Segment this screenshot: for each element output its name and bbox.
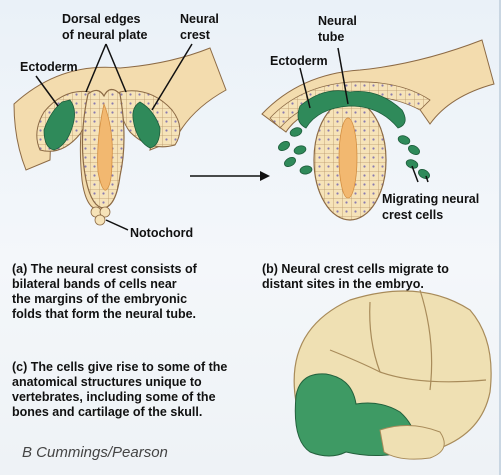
label-neural-tube-line2: tube <box>318 30 345 44</box>
leader-lines-a <box>35 43 193 231</box>
skull-illustration <box>293 289 492 460</box>
transition-arrow <box>190 171 270 181</box>
neural-crest-cap-b <box>297 90 406 129</box>
credit-text: B Cummings/Pearson <box>22 444 168 461</box>
label-neural-crest-line1: Neural <box>180 12 219 26</box>
skull-suture-3 <box>329 349 487 383</box>
label-dorsal-edges-line2: of neural plate <box>62 28 148 42</box>
label-neural-crest-line2: crest <box>180 28 210 42</box>
leader-lines-b <box>299 47 429 183</box>
neural-tube-lumen-b <box>338 117 358 199</box>
caption-b: (b) Neural crest cells migrate to distan… <box>262 262 449 291</box>
skull-suture-1 <box>369 301 381 373</box>
skull-jaw <box>379 425 445 460</box>
label-dorsal-edges-line1: Dorsal edges <box>62 12 141 26</box>
caption-a: (a) The neural crest consists of bilater… <box>12 262 197 321</box>
skull-suture-2 <box>419 289 433 391</box>
label-ectoderm-b: Ectoderm <box>270 54 328 68</box>
notochord-a <box>90 206 111 226</box>
label-migrating-line1: Migrating neural <box>382 192 480 206</box>
neural-crest-left-a <box>43 99 75 151</box>
label-migrating-line2: crest cells <box>382 208 444 222</box>
label-ectoderm-a: Ectoderm <box>20 60 78 74</box>
panel-b-illustration <box>261 39 495 221</box>
caption-c: (c) The cells give rise to some of the a… <box>12 360 228 419</box>
migrating-crest-cells-b <box>278 127 430 179</box>
neural-groove-lumen-a <box>97 102 113 191</box>
panel-a-illustration <box>13 43 227 231</box>
label-neural-tube-line1: Neural <box>318 14 357 28</box>
label-notochord: Notochord <box>130 226 194 240</box>
neural-crest-right-a <box>132 101 161 149</box>
